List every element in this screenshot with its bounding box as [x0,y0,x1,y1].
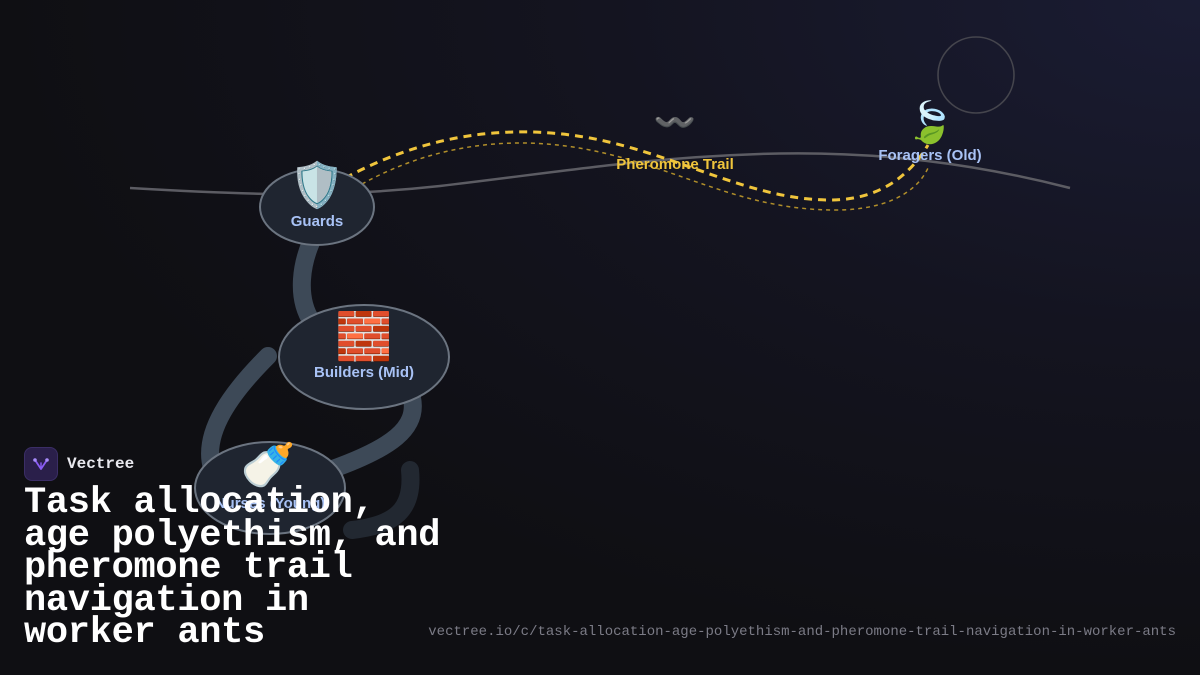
vectree-logo-icon [24,447,58,481]
nurses-label: Nurses (Young) [215,495,326,512]
baby-bottle-icon: 🍼 [241,440,296,491]
brand[interactable]: Vectree [24,447,134,481]
branch-builders-nurses-right [321,389,422,479]
pheromone-trail-faint [354,142,929,211]
wave-icon: 〰️ [654,103,696,143]
builders-node[interactable] [278,304,450,410]
shield-icon: 🛡️ [290,160,345,211]
builders-label: Builders (Mid) [314,364,414,381]
foragers-label: Foragers (Old) [878,147,981,164]
guards-label: Guards [291,213,344,230]
foragers-ring [937,36,1015,114]
page-url[interactable]: vectree.io/c/task-allocation-age-polyeth… [428,624,1176,640]
leaf-icon: 🍃 [905,98,955,146]
page-title: Task allocation, age polyethism, and phe… [24,482,441,654]
pheromone-trail [344,130,930,202]
pheromone-trail-label: Pheromone Trail [616,156,734,173]
branch-builders-nurses-left [201,347,277,477]
branch-nurses-out [343,461,420,539]
guards-node[interactable] [259,168,375,246]
brick-icon: 🧱 [335,309,392,363]
nurses-node[interactable] [194,441,346,535]
brand-name: Vectree [67,455,135,473]
